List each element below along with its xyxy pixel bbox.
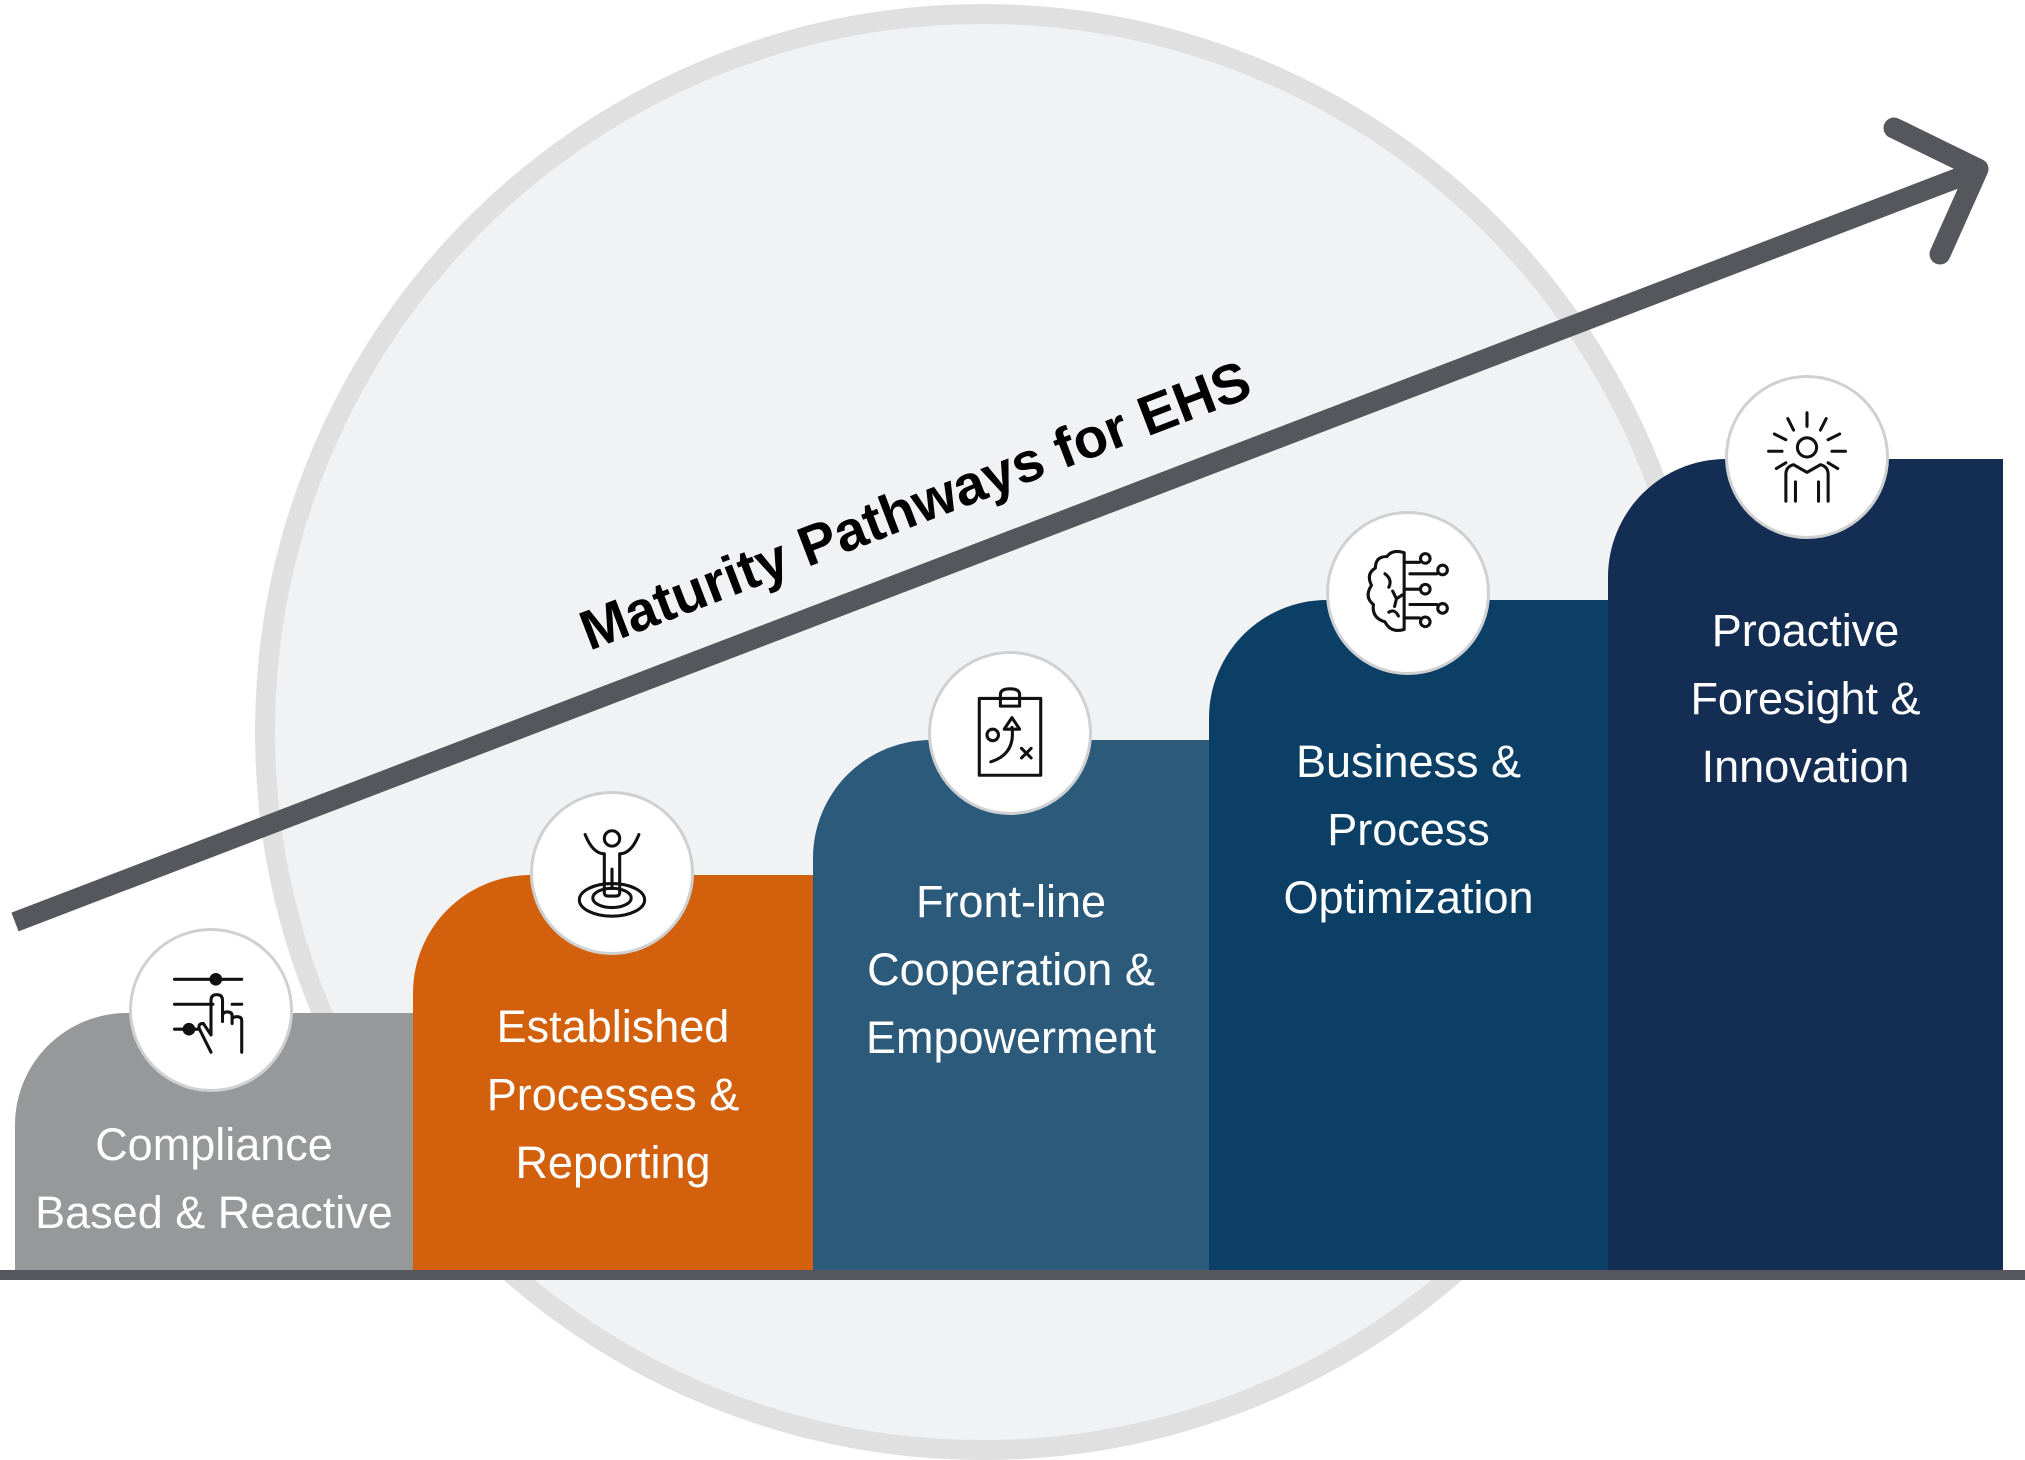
stage-icon-badge [1326,511,1490,675]
stage-icon-badge [928,651,1092,815]
stage-compliance-based-reactive: Compliance Based & Reactive [15,1013,413,1270]
brain-circuit-icon [1366,549,1449,632]
stage-proactive-foresight-innovation: Proactive Foresight & Innovation [1608,459,2003,1270]
stage-label: Proactive Foresight & Innovation [1690,605,1921,792]
arrow-head [1883,117,1989,265]
stage-established-processes-reporting: Established Processes & Reporting [413,875,813,1270]
stage-icon-badge [1725,375,1889,539]
clipboard-strategy-icon [977,687,1043,777]
baseline-bar [0,1270,2025,1280]
person-on-target-icon [577,829,647,918]
stage-business-process-optimization: Business & Process Optimization [1209,600,1608,1270]
sliders-hand-icon [172,972,244,1054]
stage-label: Front-line Cooperation & Empowerment [865,876,1157,1063]
stage-label: Established Processes & Reporting [486,1001,740,1188]
stage-icon-badge [530,791,694,955]
stage-label: Business & Process Optimization [1283,736,1534,923]
stage-label: Compliance Based & Reactive [35,1119,393,1238]
person-idea-icon [1767,411,1847,503]
stage-front-line-cooperation: Front-line Cooperation & Empowerment [813,740,1209,1270]
stage-icon-badge [129,928,293,1092]
